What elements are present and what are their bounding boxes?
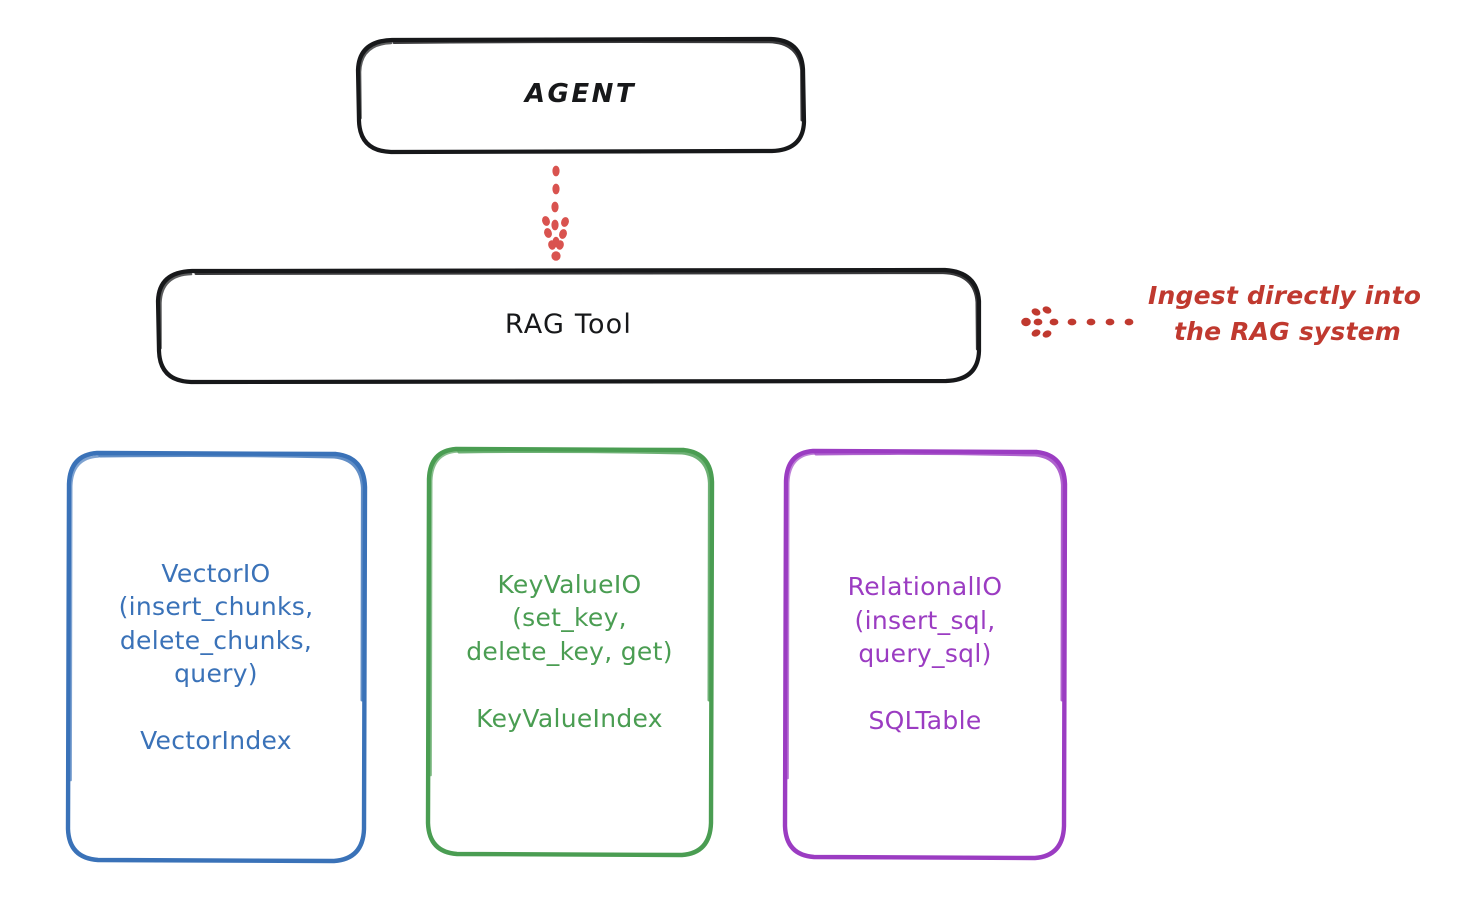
node-relational-io[interactable]: RelationalIO (insert_sql, query_sql) SQL… bbox=[785, 450, 1065, 858]
node-relational-io-label: RelationalIO (insert_sql, query_sql) SQL… bbox=[847, 572, 1003, 736]
node-vector-io[interactable]: VectorIO (insert_chunks, delete_chunks, … bbox=[67, 452, 365, 862]
annotation-ingest-line1: Ingest directly into bbox=[1148, 281, 1422, 310]
node-rag-tool-label: RAG Tool bbox=[504, 309, 633, 341]
ingest-to-ragtool-arrow bbox=[1021, 306, 1134, 338]
annotation-ingest-line2: the RAG system bbox=[1174, 316, 1402, 346]
node-key-value-io-label: KeyValueIO (set_key, delete_key, get) Ke… bbox=[466, 569, 673, 733]
node-rag-tool[interactable]: RAG Tool bbox=[157, 269, 980, 382]
agent-to-ragtool-arrow bbox=[542, 165, 569, 261]
node-agent-label: AGENT bbox=[524, 79, 637, 110]
node-agent[interactable]: AGENT bbox=[357, 38, 804, 152]
annotation-ingest: Ingest directly into the RAG system bbox=[1148, 278, 1478, 349]
node-key-value-io[interactable]: KeyValueIO (set_key, delete_key, get) Ke… bbox=[427, 448, 712, 855]
node-vector-io-label: VectorIO (insert_chunks, delete_chunks, … bbox=[118, 558, 314, 756]
